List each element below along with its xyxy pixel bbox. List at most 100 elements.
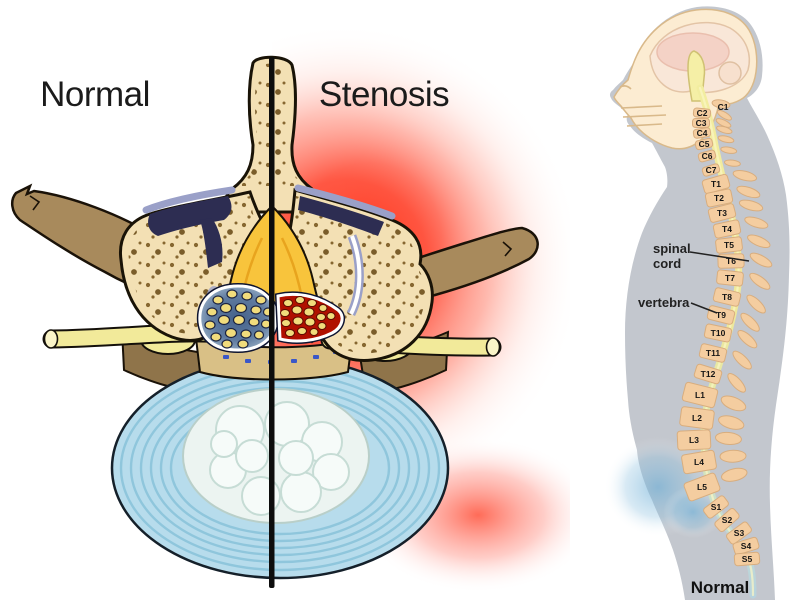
spine-label-L4: L4: [694, 457, 704, 467]
spine-label-T9: T9: [716, 310, 726, 320]
vertebra-cross-section-panel: Normal Stenosis: [11, 23, 570, 593]
spine-label-C5: C5: [698, 139, 710, 149]
spinal-canal-normal: [196, 282, 280, 354]
nerve-rootlets-stenosis: [280, 296, 336, 337]
vertebra-cross-section-art: [11, 23, 570, 593]
spine-label-S2: S2: [721, 515, 733, 525]
vertebra-block-L3: [676, 429, 712, 451]
vertebra-block-L1: [681, 381, 719, 409]
spine-label-S1: S1: [710, 502, 722, 512]
vertebra-block-C2: [692, 107, 712, 119]
spine-label-T3: T3: [717, 208, 727, 218]
spine-label-L3: L3: [689, 435, 699, 445]
spinous-fin-T5: [747, 234, 771, 249]
vertebra-block-T9: [706, 305, 736, 325]
spinous-fin-T1: [732, 170, 758, 182]
spinal-cord-pointer: [689, 251, 750, 262]
divider-line: [269, 57, 275, 588]
vertebra-block-S4: [732, 536, 760, 556]
spine-label-C3: C3: [695, 118, 707, 128]
spine-label-T4: T4: [722, 224, 732, 234]
spine-label-T6: T6: [726, 256, 736, 266]
spinous-fin-T6: [749, 252, 773, 268]
spine-label-C6: C6: [701, 151, 713, 161]
spine-label-L1: L1: [695, 390, 705, 400]
vertebra-block-C6: [697, 149, 717, 163]
spine-label-C2: C2: [696, 108, 708, 118]
atlas-c1: [711, 99, 731, 109]
spinous-fin-T7: [749, 272, 771, 290]
vertebra-block-C3: [692, 118, 710, 128]
spinous-fin-C4: [716, 125, 733, 135]
spine-label-T11: T11: [705, 348, 721, 358]
vertebra-pointer: [690, 302, 718, 314]
spinal-cord-annotation: spinal cord: [653, 241, 691, 271]
spinous-fin-L4: [719, 449, 747, 463]
mouth-lines: [619, 85, 667, 127]
spine-label-S4: S4: [740, 541, 752, 551]
vertebra-block-T4: [712, 219, 742, 239]
spine-label-C7: C7: [705, 165, 717, 175]
vertebra-block-L4: [681, 449, 717, 475]
facet-joints: [142, 184, 396, 317]
normal-heading: Normal: [40, 75, 150, 114]
vertebra-block-T3: [707, 203, 737, 223]
spinous-fin-T9: [740, 312, 760, 332]
vertebra-block-L2: [679, 406, 715, 430]
vertebra-block-L5: [683, 472, 721, 502]
vertebra-block-T2: [704, 188, 734, 208]
nerve-rootlets-normal: [204, 289, 274, 349]
vertebra-block-C4: [692, 127, 712, 139]
spine-label-L2: L2: [692, 413, 702, 423]
spine-label-S5: S5: [741, 554, 753, 564]
vertebra-block-C7: [701, 163, 721, 177]
spinous-fin-L2: [718, 415, 745, 430]
spine-label-C1: C1: [717, 102, 729, 112]
vertebra-block-T11: [698, 343, 728, 363]
spine-label-C4: C4: [696, 128, 708, 138]
spine-label-T8: T8: [722, 292, 732, 302]
vertebra-block-T10: [703, 323, 733, 343]
spinous-fin-T4: [744, 216, 769, 229]
vertebra-annotation: vertebra: [638, 295, 690, 310]
spinous-fin-T2: [736, 185, 761, 199]
spine-label-T1: T1: [711, 179, 721, 189]
spinous-fin-T10: [737, 329, 758, 349]
spinous-fin-T3: [738, 199, 764, 212]
spinous-fin-C6: [720, 146, 738, 154]
spinous-fin-C5: [717, 135, 735, 144]
vertebra-block-T12: [693, 363, 723, 385]
vertebra-block-C5: [694, 137, 714, 151]
vertebral-bodies: [676, 107, 761, 567]
cerebellum: [718, 61, 742, 85]
spine-label-T10: T10: [710, 328, 726, 338]
vertebra-block-T8: [712, 287, 742, 307]
spine-overview-art: [604, 6, 790, 600]
spine-label-T2: T2: [714, 193, 724, 203]
spinous-process-fins: [715, 109, 773, 482]
spinous-fin-T11: [732, 350, 752, 370]
spine-label-T5: T5: [724, 240, 734, 250]
vertebra-block-T7: [716, 269, 744, 287]
spinal-canal-stenosis: [274, 291, 346, 344]
spinous-fin-T8: [746, 294, 766, 314]
spinous-fin-L1: [720, 395, 747, 412]
spine-label-S3: S3: [733, 528, 745, 538]
spinous-fin-C2: [716, 109, 732, 121]
spine-label-L5: L5: [697, 482, 707, 492]
spine-label-T7: T7: [725, 273, 735, 283]
vertebra-block-S1: [703, 495, 729, 519]
annotation-lines: [689, 251, 750, 314]
vertebra-block-T5: [715, 236, 743, 254]
stenosis-heading: Stenosis: [318, 75, 450, 114]
sacral-glow-2: [663, 486, 723, 538]
spinous-fin-L5: [721, 467, 748, 482]
normal-caption: Normal: [690, 578, 750, 597]
spine-label-T12: T12: [700, 369, 716, 379]
vertebra-block-S2: [714, 507, 740, 533]
spinous-fin-C7: [723, 159, 741, 167]
intervertebral-disc: [110, 356, 450, 580]
spinous-fin-L3: [715, 431, 742, 446]
